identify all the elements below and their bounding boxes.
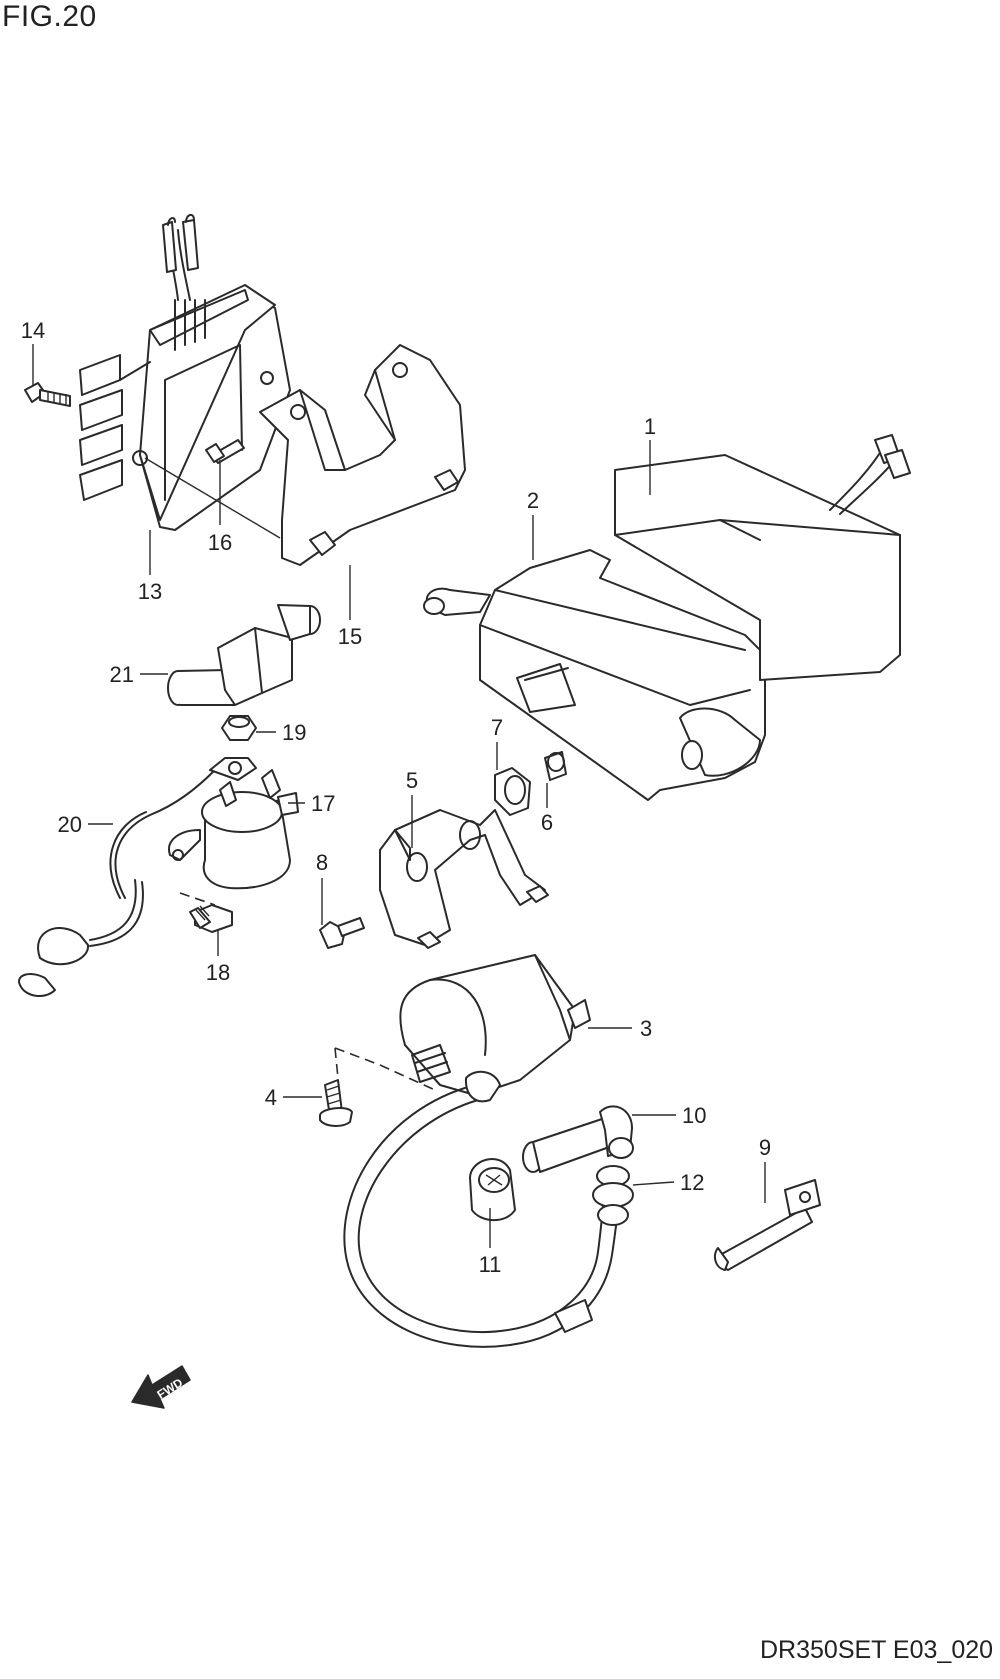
callout-21: 21 bbox=[110, 662, 134, 687]
callout-8: 8 bbox=[316, 850, 328, 875]
callout-11: 11 bbox=[479, 1252, 502, 1277]
fuse-holder-21-part bbox=[167, 604, 321, 706]
callout-3: 3 bbox=[640, 1016, 652, 1041]
fwd-arrow-icon: FWD bbox=[131, 1365, 191, 1409]
cap-11-part bbox=[469, 1158, 516, 1222]
screw-8-part bbox=[319, 917, 365, 949]
callout-1: 1 bbox=[644, 414, 656, 439]
callout-13: 13 bbox=[138, 579, 162, 604]
callout-6: 6 bbox=[541, 810, 553, 835]
nut-19-part bbox=[221, 715, 257, 741]
callout-17: 17 bbox=[311, 791, 335, 816]
starter-relay-17-part bbox=[168, 769, 299, 890]
battery-cable-20-part bbox=[18, 757, 257, 997]
figure-title: FIG.20 bbox=[2, 0, 97, 33]
bolt-14-part bbox=[24, 382, 71, 407]
plug-cap-10-part bbox=[522, 1105, 634, 1173]
ignition-coil-3-part bbox=[399, 954, 591, 1096]
figure-code: DR350SET E03_020 bbox=[760, 1636, 994, 1664]
high-tension-lead-part bbox=[343, 1070, 623, 1348]
callout-14: 14 bbox=[21, 318, 45, 343]
regulator-rectifier-part bbox=[79, 214, 291, 531]
clamp-9-part bbox=[713, 1179, 821, 1271]
callout-5: 5 bbox=[406, 768, 418, 793]
callout-19: 19 bbox=[282, 720, 306, 745]
callout-15: 15 bbox=[338, 624, 362, 649]
callout-4: 4 bbox=[265, 1085, 277, 1110]
callout-10: 10 bbox=[682, 1103, 706, 1128]
callout-7: 7 bbox=[491, 715, 503, 740]
bolt-18-part bbox=[179, 892, 233, 933]
callout-16: 16 bbox=[208, 530, 232, 555]
callout-18: 18 bbox=[206, 960, 230, 985]
callout-20: 20 bbox=[58, 812, 82, 837]
bolt-4-part bbox=[319, 1047, 436, 1127]
callout-9: 9 bbox=[759, 1135, 771, 1160]
callout-labels: 1 2 3 4 5 6 7 8 9 10 11 12 13 14 15 16 1… bbox=[21, 318, 771, 1277]
cdi-holder-2-part bbox=[423, 549, 766, 801]
collar-6-part bbox=[544, 751, 567, 781]
seal-12-part bbox=[592, 1165, 634, 1226]
leader-lines bbox=[32, 344, 766, 1248]
mounting-bracket-15-part bbox=[259, 344, 466, 566]
grommet-7-part bbox=[494, 767, 531, 816]
cdi-unit-1-part bbox=[614, 434, 911, 681]
bolt-16-part bbox=[205, 439, 245, 464]
callout-12: 12 bbox=[680, 1170, 704, 1195]
bracket-5-part bbox=[379, 809, 549, 949]
callout-2: 2 bbox=[527, 488, 539, 513]
